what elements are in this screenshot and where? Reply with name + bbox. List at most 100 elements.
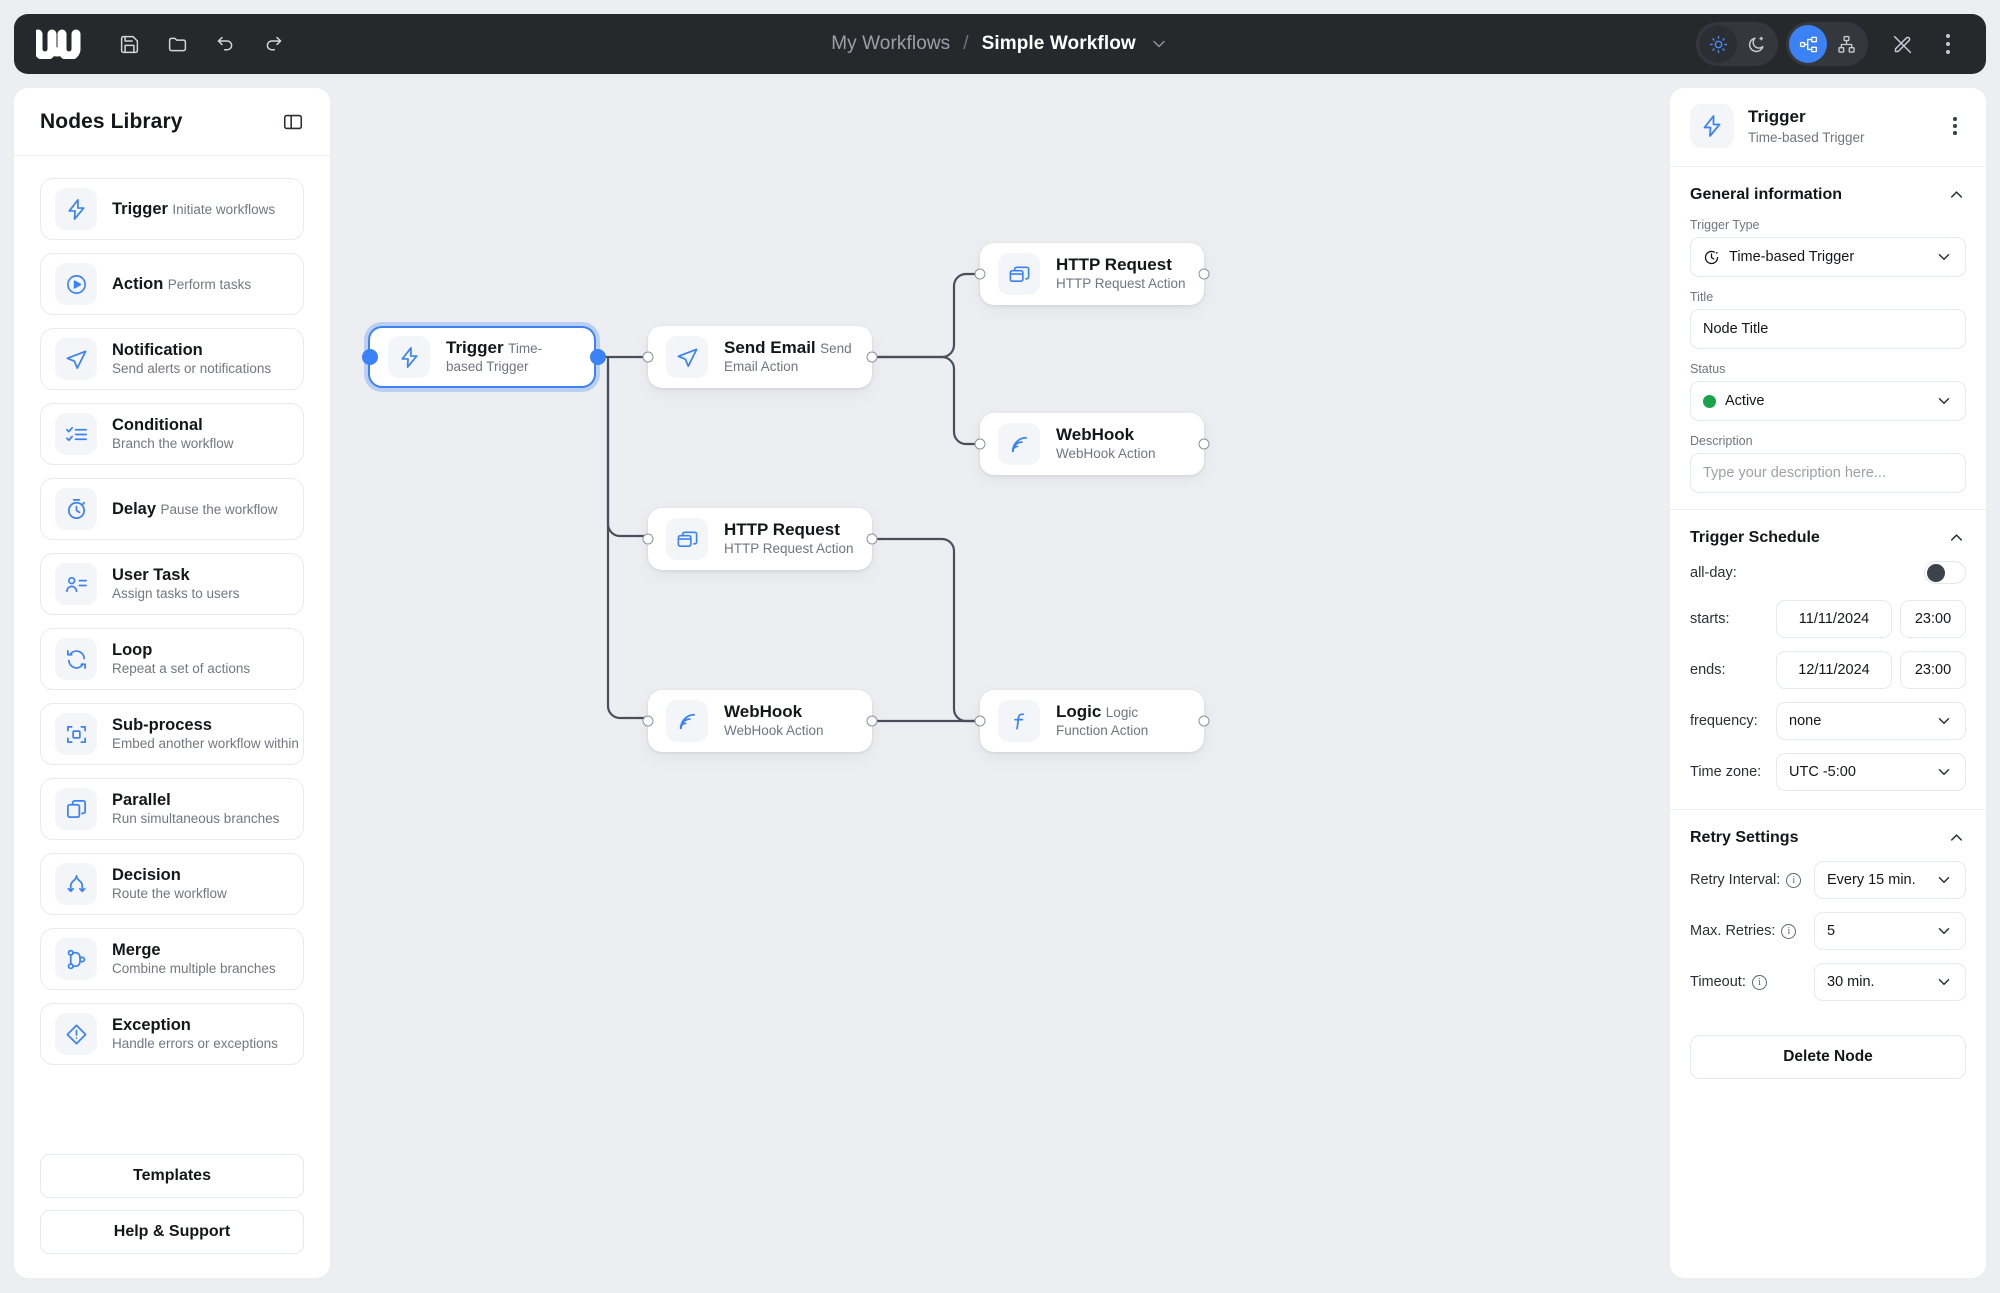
section-title: Trigger Schedule [1690,528,1820,546]
nodes-library-panel: Nodes Library Trigger Initiate workflows [14,88,330,1278]
clock-icon [1703,249,1720,266]
chevron-down-icon[interactable] [1935,392,1953,410]
moon-icon[interactable] [1737,25,1775,63]
sun-icon[interactable] [1699,25,1737,63]
retry-interval-select[interactable]: Every 15 min. [1814,861,1966,899]
timezone-select[interactable]: UTC -5:00 [1776,753,1966,791]
trigger-type-select[interactable]: Time-based Trigger [1690,237,1966,277]
redo-icon[interactable] [260,31,286,57]
library-item-conditional[interactable]: Conditional Branch the workflow [40,403,304,465]
canvas-node-logic[interactable]: Logic Logic Function Action [974,690,1210,752]
library-item-merge[interactable]: Merge Combine multiple branches [40,928,304,990]
library-item-desc: Handle errors or exceptions [112,1036,278,1052]
node-output-port[interactable] [1198,268,1210,280]
node-input-port[interactable] [642,533,654,545]
section-general-header[interactable]: General information [1690,185,1966,204]
library-item-desc: Repeat a set of actions [112,661,251,677]
section-retry-header[interactable]: Retry Settings [1690,828,1966,847]
node-output-port[interactable] [590,349,606,365]
undo-icon[interactable] [212,31,238,57]
max-retries-label: Max. Retries: [1690,923,1776,939]
folder-open-icon[interactable] [164,31,190,57]
node-output-port[interactable] [866,533,878,545]
save-icon[interactable] [116,31,142,57]
field-node-title: Title Node Title [1690,290,1966,349]
node-input-port[interactable] [642,715,654,727]
chevron-down-icon[interactable] [1935,712,1953,730]
library-item-delay[interactable]: Delay Pause the workflow [40,478,304,540]
node-input-port[interactable] [974,268,986,280]
section-trigger-schedule: Trigger Schedule all-day: starts: 11/11/… [1670,510,1986,810]
workflow-edges [602,272,980,723]
chevron-down-icon[interactable] [1935,763,1953,781]
frequency-select[interactable]: none [1776,702,1966,740]
canvas-node-http-request-mid[interactable]: HTTP Request HTTP Request Action [642,508,878,570]
breadcrumb-root[interactable]: My Workflows [831,33,951,54]
canvas-node-webhook-top[interactable]: WebHook WebHook Action [974,413,1210,475]
node-input-port[interactable] [642,351,654,363]
library-item-loop[interactable]: Loop Repeat a set of actions [40,628,304,690]
node-input-port[interactable] [362,349,378,365]
info-icon[interactable]: i [1751,974,1767,990]
ends-date-input[interactable]: 12/11/2024 [1776,651,1892,689]
library-item-exception[interactable]: Exception Handle errors or exceptions [40,1003,304,1065]
library-item-sub-process[interactable]: Sub-process Embed another workflow withi… [40,703,304,765]
canvas-node-send-email[interactable]: Send Email Send Email Action [642,326,878,388]
canvas-node-subtitle: HTTP Request Action [1056,276,1186,292]
starts-date-input[interactable]: 11/11/2024 [1776,600,1892,638]
library-item-action[interactable]: Action Perform tasks [40,253,304,315]
node-title-input[interactable]: Node Title [1690,309,1966,349]
node-output-port[interactable] [1198,438,1210,450]
bolt-icon [1690,104,1734,148]
magic-wand-icon[interactable] [1882,24,1922,64]
chevron-up-icon[interactable] [1947,185,1966,204]
more-vertical-icon[interactable] [1932,24,1964,64]
node-input-port[interactable] [974,438,986,450]
function-icon [998,700,1040,742]
panel-collapse-icon[interactable] [282,111,304,133]
retry-interval-value: Every 15 min. [1827,872,1916,888]
library-item-parallel[interactable]: Parallel Run simultaneous branches [40,778,304,840]
info-icon[interactable]: i [1786,872,1802,888]
chevron-down-icon[interactable] [1149,34,1169,54]
chevron-down-icon[interactable] [1935,973,1953,991]
all-day-toggle[interactable] [1924,561,1966,584]
library-item-decision[interactable]: Decision Route the workflow [40,853,304,915]
chevron-down-icon[interactable] [1935,871,1953,889]
ends-time-input[interactable]: 23:00 [1900,651,1966,689]
play-circle-icon [55,263,97,305]
chevron-down-icon[interactable] [1935,248,1953,266]
node-input-port[interactable] [974,715,986,727]
canvas-node-webhook-bottom[interactable]: WebHook WebHook Action [642,690,878,752]
section-schedule-header[interactable]: Trigger Schedule [1690,528,1966,547]
more-vertical-icon[interactable] [1944,111,1966,141]
info-icon[interactable]: i [1781,923,1797,939]
status-badge [1703,394,1716,408]
description-input[interactable]: Type your description here... [1690,453,1966,493]
canvas-node-http-request-top[interactable]: HTTP Request HTTP Request Action [974,243,1210,305]
library-item-trigger[interactable]: Trigger Initiate workflows [40,178,304,240]
library-item-name: Exception [112,1015,191,1034]
library-item-notification[interactable]: Notification Send alerts or notification… [40,328,304,390]
horizontal-layout-icon[interactable] [1789,25,1827,63]
templates-button[interactable]: Templates [40,1154,304,1198]
canvas-node-trigger[interactable]: Trigger Time-based Trigger [362,326,606,388]
delete-node-button[interactable]: Delete Node [1690,1035,1966,1079]
max-retries-select[interactable]: 5 [1814,912,1966,950]
status-select[interactable]: Active [1690,381,1966,421]
help-support-button[interactable]: Help & Support [40,1210,304,1254]
row-frequency: frequency: none [1690,702,1966,740]
library-item-user-task[interactable]: User Task Assign tasks to users [40,553,304,615]
chevron-up-icon[interactable] [1947,528,1966,547]
breadcrumb-current[interactable]: Simple Workflow [981,33,1136,54]
vertical-layout-icon[interactable] [1827,25,1865,63]
chevron-down-icon[interactable] [1935,922,1953,940]
node-output-port[interactable] [866,351,878,363]
chevron-up-icon[interactable] [1947,828,1966,847]
refresh-loop-icon [55,638,97,680]
node-output-port[interactable] [866,715,878,727]
timeout-select[interactable]: 30 min. [1814,963,1966,1001]
workflow-canvas[interactable]: Trigger Time-based Trigger Send Email Se… [330,88,1670,1278]
starts-time-input[interactable]: 23:00 [1900,600,1966,638]
node-output-port[interactable] [1198,715,1210,727]
